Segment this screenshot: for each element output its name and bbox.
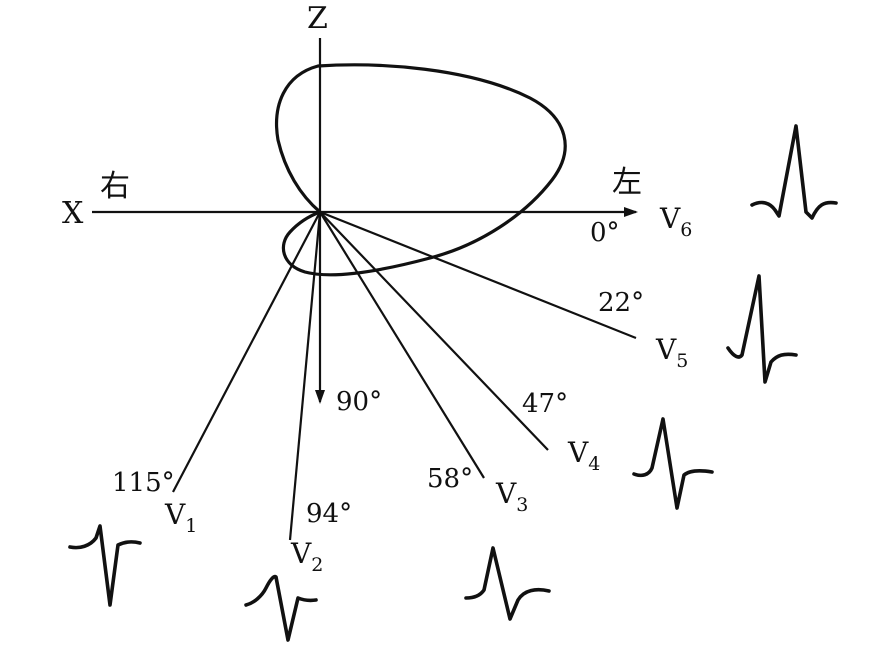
lead-line-v3 (319, 211, 485, 479)
ecg-waveform-v5 (726, 274, 798, 384)
angle-label-0: 0° (590, 218, 620, 248)
ecg-waveform-v6 (750, 124, 838, 220)
ecg-waveform-v2 (244, 574, 318, 642)
angle-label-90: 90° (336, 387, 382, 417)
lead-line-v4 (319, 211, 549, 451)
lead-label-v5: V5 (655, 333, 688, 372)
angle-label-58: 58° (427, 464, 473, 494)
left-side-label: 左 (612, 165, 642, 200)
lead-label-v6: V6 (659, 202, 692, 241)
angle-label-115: 115° (112, 468, 175, 498)
lead-line-v5 (319, 210, 637, 340)
angle-label-47: 47° (522, 389, 568, 419)
ecg-waveform-v4 (632, 417, 714, 510)
lead-label-v1: V1 (164, 498, 197, 537)
lead-label-v3: V3 (495, 477, 528, 516)
vector-loop (275, 63, 567, 277)
lead-label-v2: V2 (290, 537, 323, 576)
ecg-waveform-v1 (68, 524, 142, 607)
z-axis-label: Z (307, 1, 328, 36)
angle-label-94: 94° (306, 499, 352, 529)
angle-label-22: 22° (598, 288, 644, 318)
ecg-waveform-v3 (464, 546, 551, 621)
lead-line-v1 (172, 211, 321, 493)
x-axis-label: X (62, 196, 84, 231)
lead-label-v4: V4 (567, 436, 600, 475)
lead-line-v2 (288, 211, 322, 541)
right-side-label: 右 (100, 169, 130, 204)
